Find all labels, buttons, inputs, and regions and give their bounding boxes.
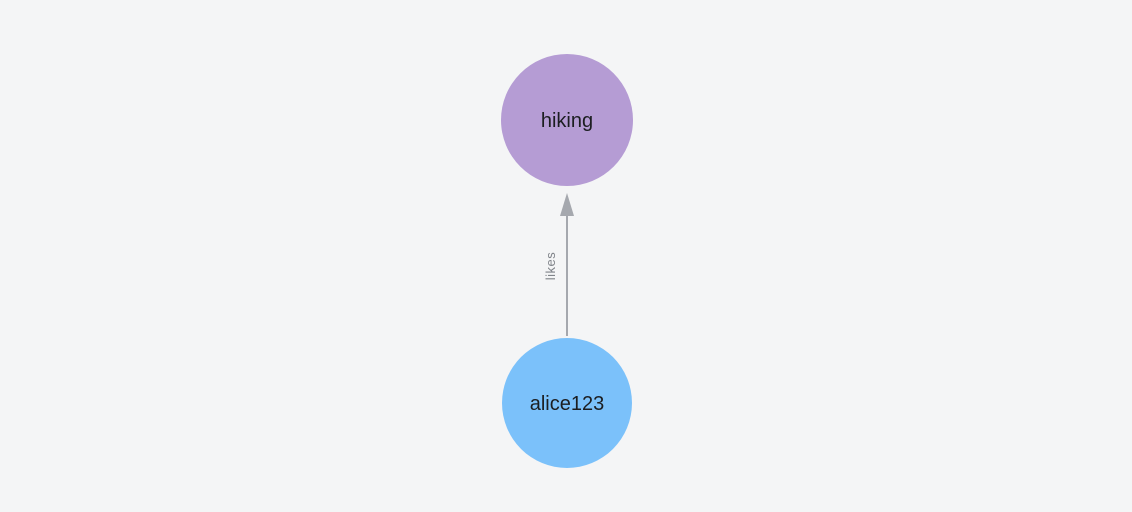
edge-label: likes [543,252,558,281]
edge-arrowhead-icon [560,193,574,216]
node-alice123-circle[interactable] [502,338,632,468]
node-hiking[interactable]: hiking [501,54,633,186]
node-alice123[interactable]: alice123 [502,338,632,468]
relationship-edge[interactable]: likes [543,193,574,336]
node-hiking-circle[interactable] [501,54,633,186]
